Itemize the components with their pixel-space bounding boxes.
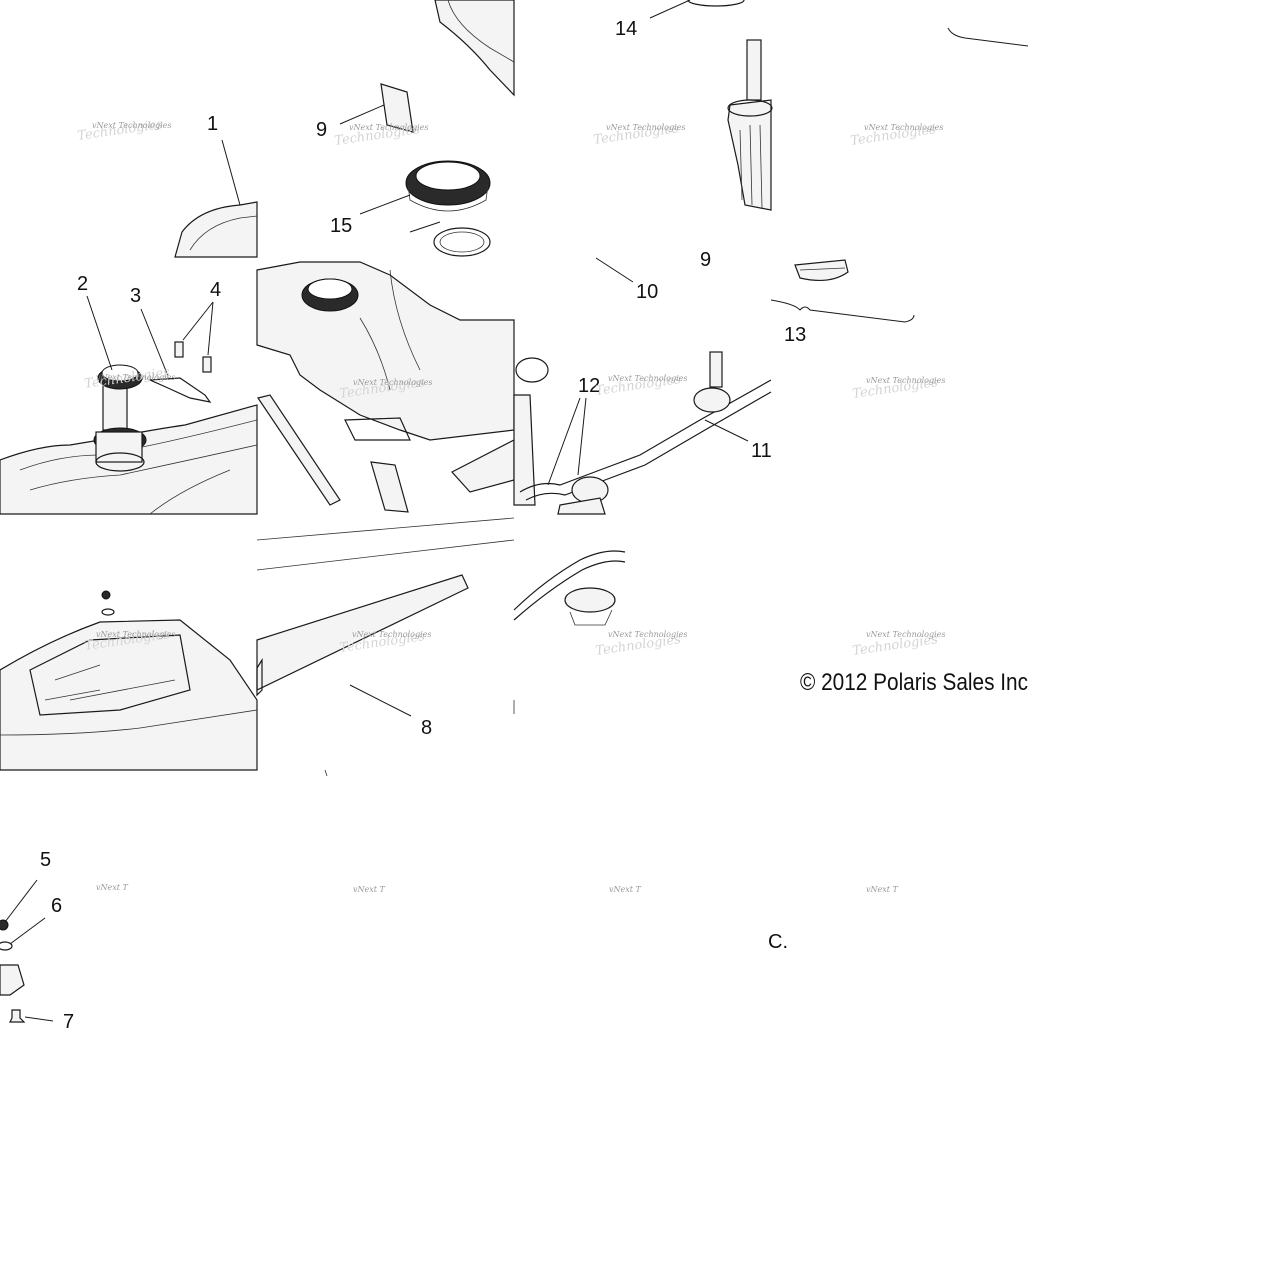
leader-lines (4, 0, 749, 1022)
fuel-tank-lower (0, 619, 258, 771)
watermark-6: vNext Technologies (353, 378, 432, 387)
watermark-13: vNext T (96, 883, 129, 892)
fuel-line-assembly (519, 351, 772, 515)
bracket-brace-13 (770, 299, 915, 323)
screws-pair (174, 341, 212, 373)
watermark-4: vNext Technologies (864, 123, 943, 132)
mount-bracket (0, 964, 25, 996)
callout-1: 1 (207, 113, 218, 135)
watermarks: Technologies vNext Technologies Technolo… (76, 117, 945, 894)
tank-side-shape-upper (434, 0, 515, 97)
callout-8: 8 (421, 717, 432, 739)
bracket-line-top (947, 27, 1029, 47)
watermark-9: vNext Technologies (96, 630, 175, 639)
fuel-line-lower (513, 550, 626, 626)
washer-small (0, 941, 13, 951)
callout-14: 14 (615, 18, 637, 40)
callout-6: 6 (51, 895, 62, 917)
watermark-14: vNext T (353, 885, 386, 894)
callout-7: 7 (63, 1011, 74, 1033)
bottom-pad-edge (256, 657, 263, 697)
watermark-16: vNext T (866, 885, 899, 894)
watermark-11: vNext Technologies (608, 630, 687, 639)
callout-labels: 1 2 3 4 5 6 7 8 9 9 10 11 12 13 14 15 (40, 18, 806, 1033)
watermark-1: vNext Technologies (92, 121, 171, 130)
pump-bracket (794, 259, 849, 282)
bottom-pad-long (256, 517, 515, 691)
callout-2: 2 (77, 273, 88, 295)
callout-10: 10 (636, 281, 658, 303)
copyright-block: © 2012 Polaris Sales Inc C. (768, 669, 1028, 953)
lock-ring (405, 160, 491, 212)
pump-connector (513, 357, 549, 506)
watermark-5: vNext Technologies (96, 373, 175, 382)
copyright-fragment: C. (768, 931, 788, 953)
callout-3: 3 (130, 285, 141, 307)
fuel-cap (97, 364, 143, 390)
copyright-text: © 2012 Polaris Sales Inc (800, 669, 1028, 696)
long-pad (257, 394, 341, 506)
watermark-12: vNext Technologies (866, 630, 945, 639)
callout-12: 12 (578, 375, 600, 397)
watermark-7: vNext Technologies (608, 374, 687, 383)
callout-11: 11 (751, 440, 772, 462)
o-ring-seal (433, 227, 491, 257)
watermark-8: vNext Technologies (866, 376, 945, 385)
fuel-pump-upper (687, 0, 773, 211)
fuel-tank-center (256, 261, 515, 441)
gasket-pad-upper (380, 83, 414, 133)
watermark-15: vNext T (609, 885, 642, 894)
tank-top-corner (174, 201, 258, 258)
callout-9-right: 9 (700, 249, 711, 271)
cap-tether (149, 377, 212, 403)
callout-4: 4 (210, 279, 221, 301)
pad-right (451, 439, 515, 493)
callout-9-upper: 9 (316, 119, 327, 141)
nut-small (0, 919, 9, 931)
callout-15: 15 (330, 215, 352, 237)
callout-5: 5 (40, 849, 51, 871)
gasket-pad-lower (370, 461, 409, 513)
watermark-2: vNext Technologies (349, 123, 428, 132)
watermark-10: vNext Technologies (352, 630, 431, 639)
tile-masks (1028, 0, 1285, 1285)
bolt-small (9, 1009, 26, 1023)
nut-washer (101, 590, 115, 616)
watermark-3: vNext Technologies (606, 123, 685, 132)
callout-13: 13 (784, 324, 806, 346)
